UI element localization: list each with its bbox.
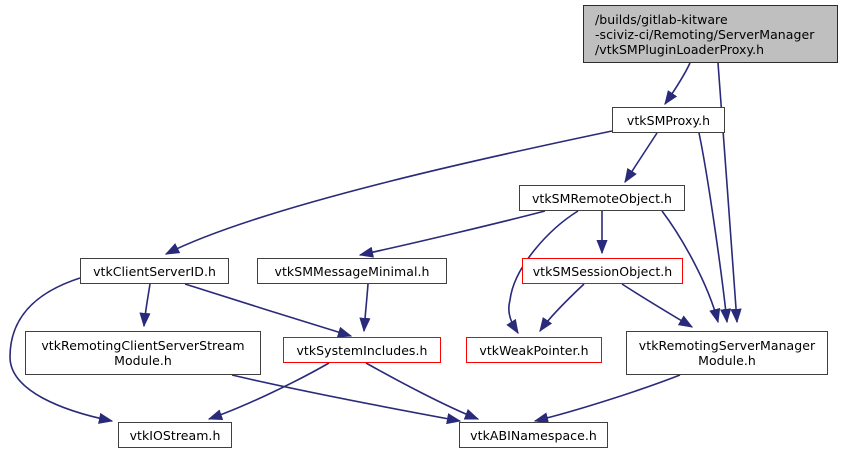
graph-node-weakpointer[interactable]: vtkWeakPointer.h	[466, 337, 602, 363]
graph-node-label: vtkRemotingServerManager Module.h	[638, 338, 816, 368]
graph-node-label: vtkABINamespace.h	[470, 427, 597, 443]
edge-smsessionobject-to-remotingservermanagermodule	[621, 283, 694, 328]
edge-smremoteobject-to-smmessageminimal	[358, 210, 546, 258]
edge-smmessageminimal-to-systemincludes	[359, 283, 371, 333]
graph-node-label: vtkSystemIncludes.h	[296, 342, 428, 358]
graph-node-root[interactable]: /builds/gitlab-kitware -sciviz-ci/Remoti…	[583, 5, 838, 63]
edge-remotingservermanagermodule-to-abinamespace	[533, 374, 681, 424]
graph-node-smsessionobject[interactable]: vtkSMSessionObject.h	[522, 258, 683, 284]
graph-node-label: vtkSMRemoteObject.h	[531, 190, 673, 206]
graph-node-systemincludes[interactable]: vtkSystemIncludes.h	[283, 337, 441, 363]
edge-clientserverid-to-systemincludes	[184, 283, 353, 338]
edge-systemincludes-to-abinamespace	[365, 362, 480, 420]
graph-node-abinamespace[interactable]: vtkABINamespace.h	[459, 422, 608, 448]
graph-node-remotingservermanagermodule[interactable]: vtkRemotingServerManager Module.h	[626, 331, 828, 375]
edge-remotingclientserverstreammodule-to-abinamespace	[231, 374, 462, 425]
graph-node-remotingclientserverstreammodule[interactable]: vtkRemotingClientServerStream Module.h	[25, 331, 261, 375]
graph-node-smmessageminimal[interactable]: vtkSMMessageMinimal.h	[257, 258, 447, 284]
edge-root-to-remotingservermanagermodule	[717, 62, 742, 324]
graph-node-label: vtkSMMessageMinimal.h	[274, 263, 430, 279]
edge-smproxy-to-smremoteobject	[624, 132, 658, 184]
edge-root-to-smproxy	[664, 62, 691, 106]
edge-smsessionobject-to-weakpointer	[539, 283, 585, 333]
graph-node-smremoteobject[interactable]: vtkSMRemoteObject.h	[519, 185, 685, 211]
graph-node-iostream[interactable]: vtkIOStream.h	[118, 422, 232, 448]
edge-clientserverid-to-remotingclientserverstreammodule	[139, 283, 151, 328]
edge-smproxy-to-remotingservermanagermodule	[698, 132, 732, 324]
graph-node-label: /builds/gitlab-kitware -sciviz-ci/Remoti…	[595, 11, 815, 57]
graph-node-label: vtkIOStream.h	[129, 427, 221, 443]
graph-node-label: vtkClientServerID.h	[93, 263, 216, 279]
graph-node-clientserverid[interactable]: vtkClientServerID.h	[80, 258, 229, 284]
graph-node-smproxy[interactable]: vtkSMProxy.h	[612, 107, 725, 133]
graph-node-label: vtkSMProxy.h	[626, 112, 711, 128]
graph-node-label: vtkWeakPointer.h	[479, 342, 589, 358]
graph-node-label: vtkSMSessionObject.h	[532, 263, 673, 279]
graph-node-label: vtkRemotingClientServerStream Module.h	[41, 338, 245, 368]
